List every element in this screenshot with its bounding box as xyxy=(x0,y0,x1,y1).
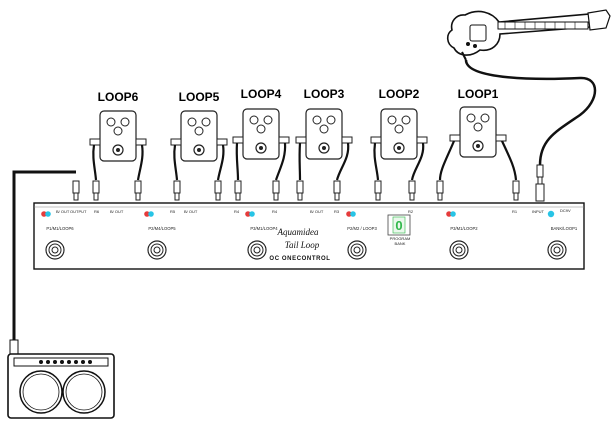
effect-pedal-loop3 xyxy=(295,108,353,160)
bank-label: BANK xyxy=(395,241,406,246)
footswitch-loop2[interactable] xyxy=(449,240,469,260)
jack-label: R6 xyxy=(94,209,100,214)
effect-pedal-loop6 xyxy=(89,110,147,162)
footswitch-bank-loop1[interactable] xyxy=(547,240,567,260)
switch-label-5: P3/M1/LOOP2 xyxy=(450,226,478,231)
jack-label: B/ OUT xyxy=(184,209,198,214)
switch-label-3: P3/M1/LOOP4 xyxy=(250,226,278,231)
switch-label-6: BANK/LOOP1 xyxy=(551,226,578,231)
led-red-indicator xyxy=(245,211,251,217)
footswitch-loop6[interactable] xyxy=(45,240,65,260)
loop-controller xyxy=(33,202,585,270)
plug-return3 xyxy=(333,180,341,201)
led-red-indicator xyxy=(41,211,47,217)
effect-pedal-loop1 xyxy=(449,106,507,158)
jack-label: B/ OUT xyxy=(310,209,324,214)
jack-label: R5 xyxy=(170,209,176,214)
loop-label-3: LOOP3 xyxy=(304,87,345,101)
cable-guitar-to-input xyxy=(464,59,597,166)
switch-label-2: P2/M4/LOOP5 xyxy=(148,226,176,231)
loop-label-6: LOOP6 xyxy=(98,90,139,104)
led-red-indicator xyxy=(144,211,150,217)
jack-label: B/ OUT xyxy=(56,209,70,214)
jack-label: R3 xyxy=(334,209,340,214)
plug-return1 xyxy=(512,180,520,201)
brand-script-line2: Tail Loop xyxy=(285,240,320,250)
led-cyan-indicator xyxy=(249,211,255,217)
brand-script-line1: Aquamidea xyxy=(277,227,319,237)
plug-send6 xyxy=(92,180,100,201)
jack-label: OUTPUT xyxy=(70,209,87,214)
effect-pedal-loop2 xyxy=(370,108,428,160)
plug-input xyxy=(536,164,544,185)
display-digit: 0 xyxy=(395,218,402,233)
plug-send3 xyxy=(296,180,304,201)
switch-label-4: P2/M2 / LOOP3 xyxy=(347,226,377,231)
loop-label-1: LOOP1 xyxy=(458,87,499,101)
plug-send4 xyxy=(234,180,242,201)
jack-label: R4 xyxy=(272,209,278,214)
jack-label: R1 xyxy=(512,209,518,214)
switch-label-1: P1/M1/LOOP6 xyxy=(46,226,74,231)
loop-label-4: LOOP4 xyxy=(241,87,282,101)
led-cyan-indicator xyxy=(450,211,456,217)
led-cyan-indicator xyxy=(45,211,51,217)
effect-pedal-loop5 xyxy=(170,110,228,162)
patch-cables xyxy=(92,140,518,181)
jack-label: DC9V xyxy=(560,208,571,213)
program-display: 0 PROGRAM BANK xyxy=(387,214,411,246)
footswitch-loop4[interactable] xyxy=(247,240,267,260)
jack-label: B/ OUT xyxy=(110,209,124,214)
plug-send1 xyxy=(436,180,444,201)
jack-label: R4 xyxy=(234,209,240,214)
amplifier-icon xyxy=(7,353,115,419)
program-label: PROGRAM xyxy=(390,236,411,241)
jack-label: R2 xyxy=(408,209,414,214)
loop-label-2: LOOP2 xyxy=(379,87,420,101)
jack-label: INPUT xyxy=(532,209,545,214)
led-cyan-indicator xyxy=(350,211,356,217)
loop-label-5: LOOP5 xyxy=(179,90,220,104)
led-cyan-indicator xyxy=(148,211,154,217)
led-cyan-indicator xyxy=(547,210,555,218)
guitar-icon xyxy=(446,9,611,61)
jack-labels: B/ OUT OUTPUT R6 B/ OUT R5 B/ OUT R4 R4 … xyxy=(56,208,571,214)
footswitch-loop3[interactable] xyxy=(347,240,367,260)
plug-output xyxy=(72,180,80,201)
plug-return6 xyxy=(134,180,142,201)
led-red-indicator xyxy=(446,211,452,217)
footswitch-loop5[interactable] xyxy=(147,240,167,260)
effect-pedal-loop4 xyxy=(232,108,290,160)
status-leds xyxy=(41,210,555,218)
plug-return4 xyxy=(272,180,280,201)
plug-send5 xyxy=(173,180,181,201)
plug-send2 xyxy=(374,180,382,201)
led-red-indicator xyxy=(346,211,352,217)
plug-return2 xyxy=(408,180,416,201)
plug-return5 xyxy=(214,180,222,201)
brand-name: OC ONECONTROL xyxy=(269,256,330,262)
